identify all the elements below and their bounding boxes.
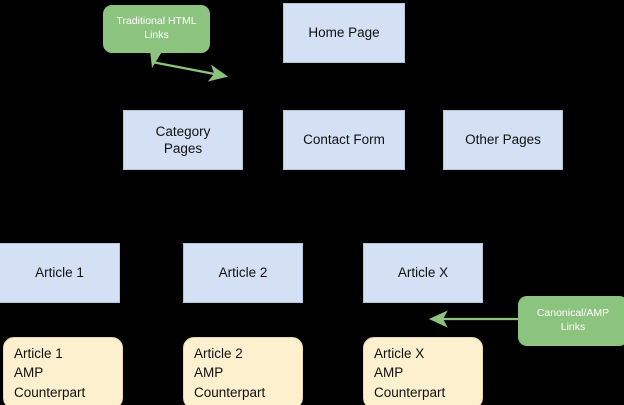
node-article-x-label: Article X [397,265,449,281]
callout-canonical-amp-links[interactable]: Canonical/AMP Links [518,296,624,346]
amp-label-line-1: Article 2 [194,346,243,362]
callout-line-2: Links [560,321,586,333]
node-article-2[interactable]: Article 2 [183,243,303,303]
node-category-pages[interactable]: Category Pages [123,110,243,170]
node-article-x-amp-counterpart-label: Article X AMP Counterpart [374,344,445,401]
amp-label-line-1: Article 1 [14,346,63,362]
amp-label-line-2: AMP [14,365,44,381]
node-other-pages[interactable]: Other Pages [443,110,563,170]
node-category-pages-label: Category Pages [156,123,211,158]
node-home-page[interactable]: Home Page [283,3,405,63]
callout-line-1: Canonical/AMP [536,307,610,320]
amp-label-line-2: AMP [194,365,224,381]
amp-label-line-3: Counterpart [14,384,86,400]
node-article-1-amp-counterpart-label: Article 1 AMP Counterpart [14,344,85,401]
node-contact-form[interactable]: Contact Form [283,110,405,170]
node-article-1-label: Article 1 [35,265,84,281]
callout-traditional-html-links-text: Traditional HTML Links [116,15,196,42]
node-label-line-1: Category [155,123,211,139]
callout-canonical-amp-links-text: Canonical/AMP Links [537,307,609,334]
node-label-line-2: Pages [163,141,203,156]
amp-label-line-3: Counterpart [194,384,266,400]
amp-label-line-3: Counterpart [374,384,446,400]
amp-label-line-2: AMP [374,365,404,381]
node-article-2-amp-counterpart-label: Article 2 AMP Counterpart [194,344,265,401]
node-home-page-label: Home Page [308,25,380,41]
node-article-1[interactable]: Article 1 [0,243,120,303]
callout-line-2: Links [144,29,169,41]
arrow-traditional-html-links [151,60,229,82]
node-article-2-label: Article 2 [218,265,268,281]
node-article-2-amp-counterpart[interactable]: Article 2 AMP Counterpart [183,337,303,405]
callout-traditional-html-links[interactable]: Traditional HTML Links [103,5,210,53]
node-contact-form-label: Contact Form [303,132,385,148]
node-article-x-amp-counterpart[interactable]: Article X AMP Counterpart [363,337,483,405]
node-article-x[interactable]: Article X [363,243,483,303]
node-other-pages-label: Other Pages [465,132,541,148]
amp-label-line-1: Article X [374,346,425,362]
callout-line-1: Traditional HTML [116,15,197,28]
node-article-1-amp-counterpart[interactable]: Article 1 AMP Counterpart [3,337,123,405]
